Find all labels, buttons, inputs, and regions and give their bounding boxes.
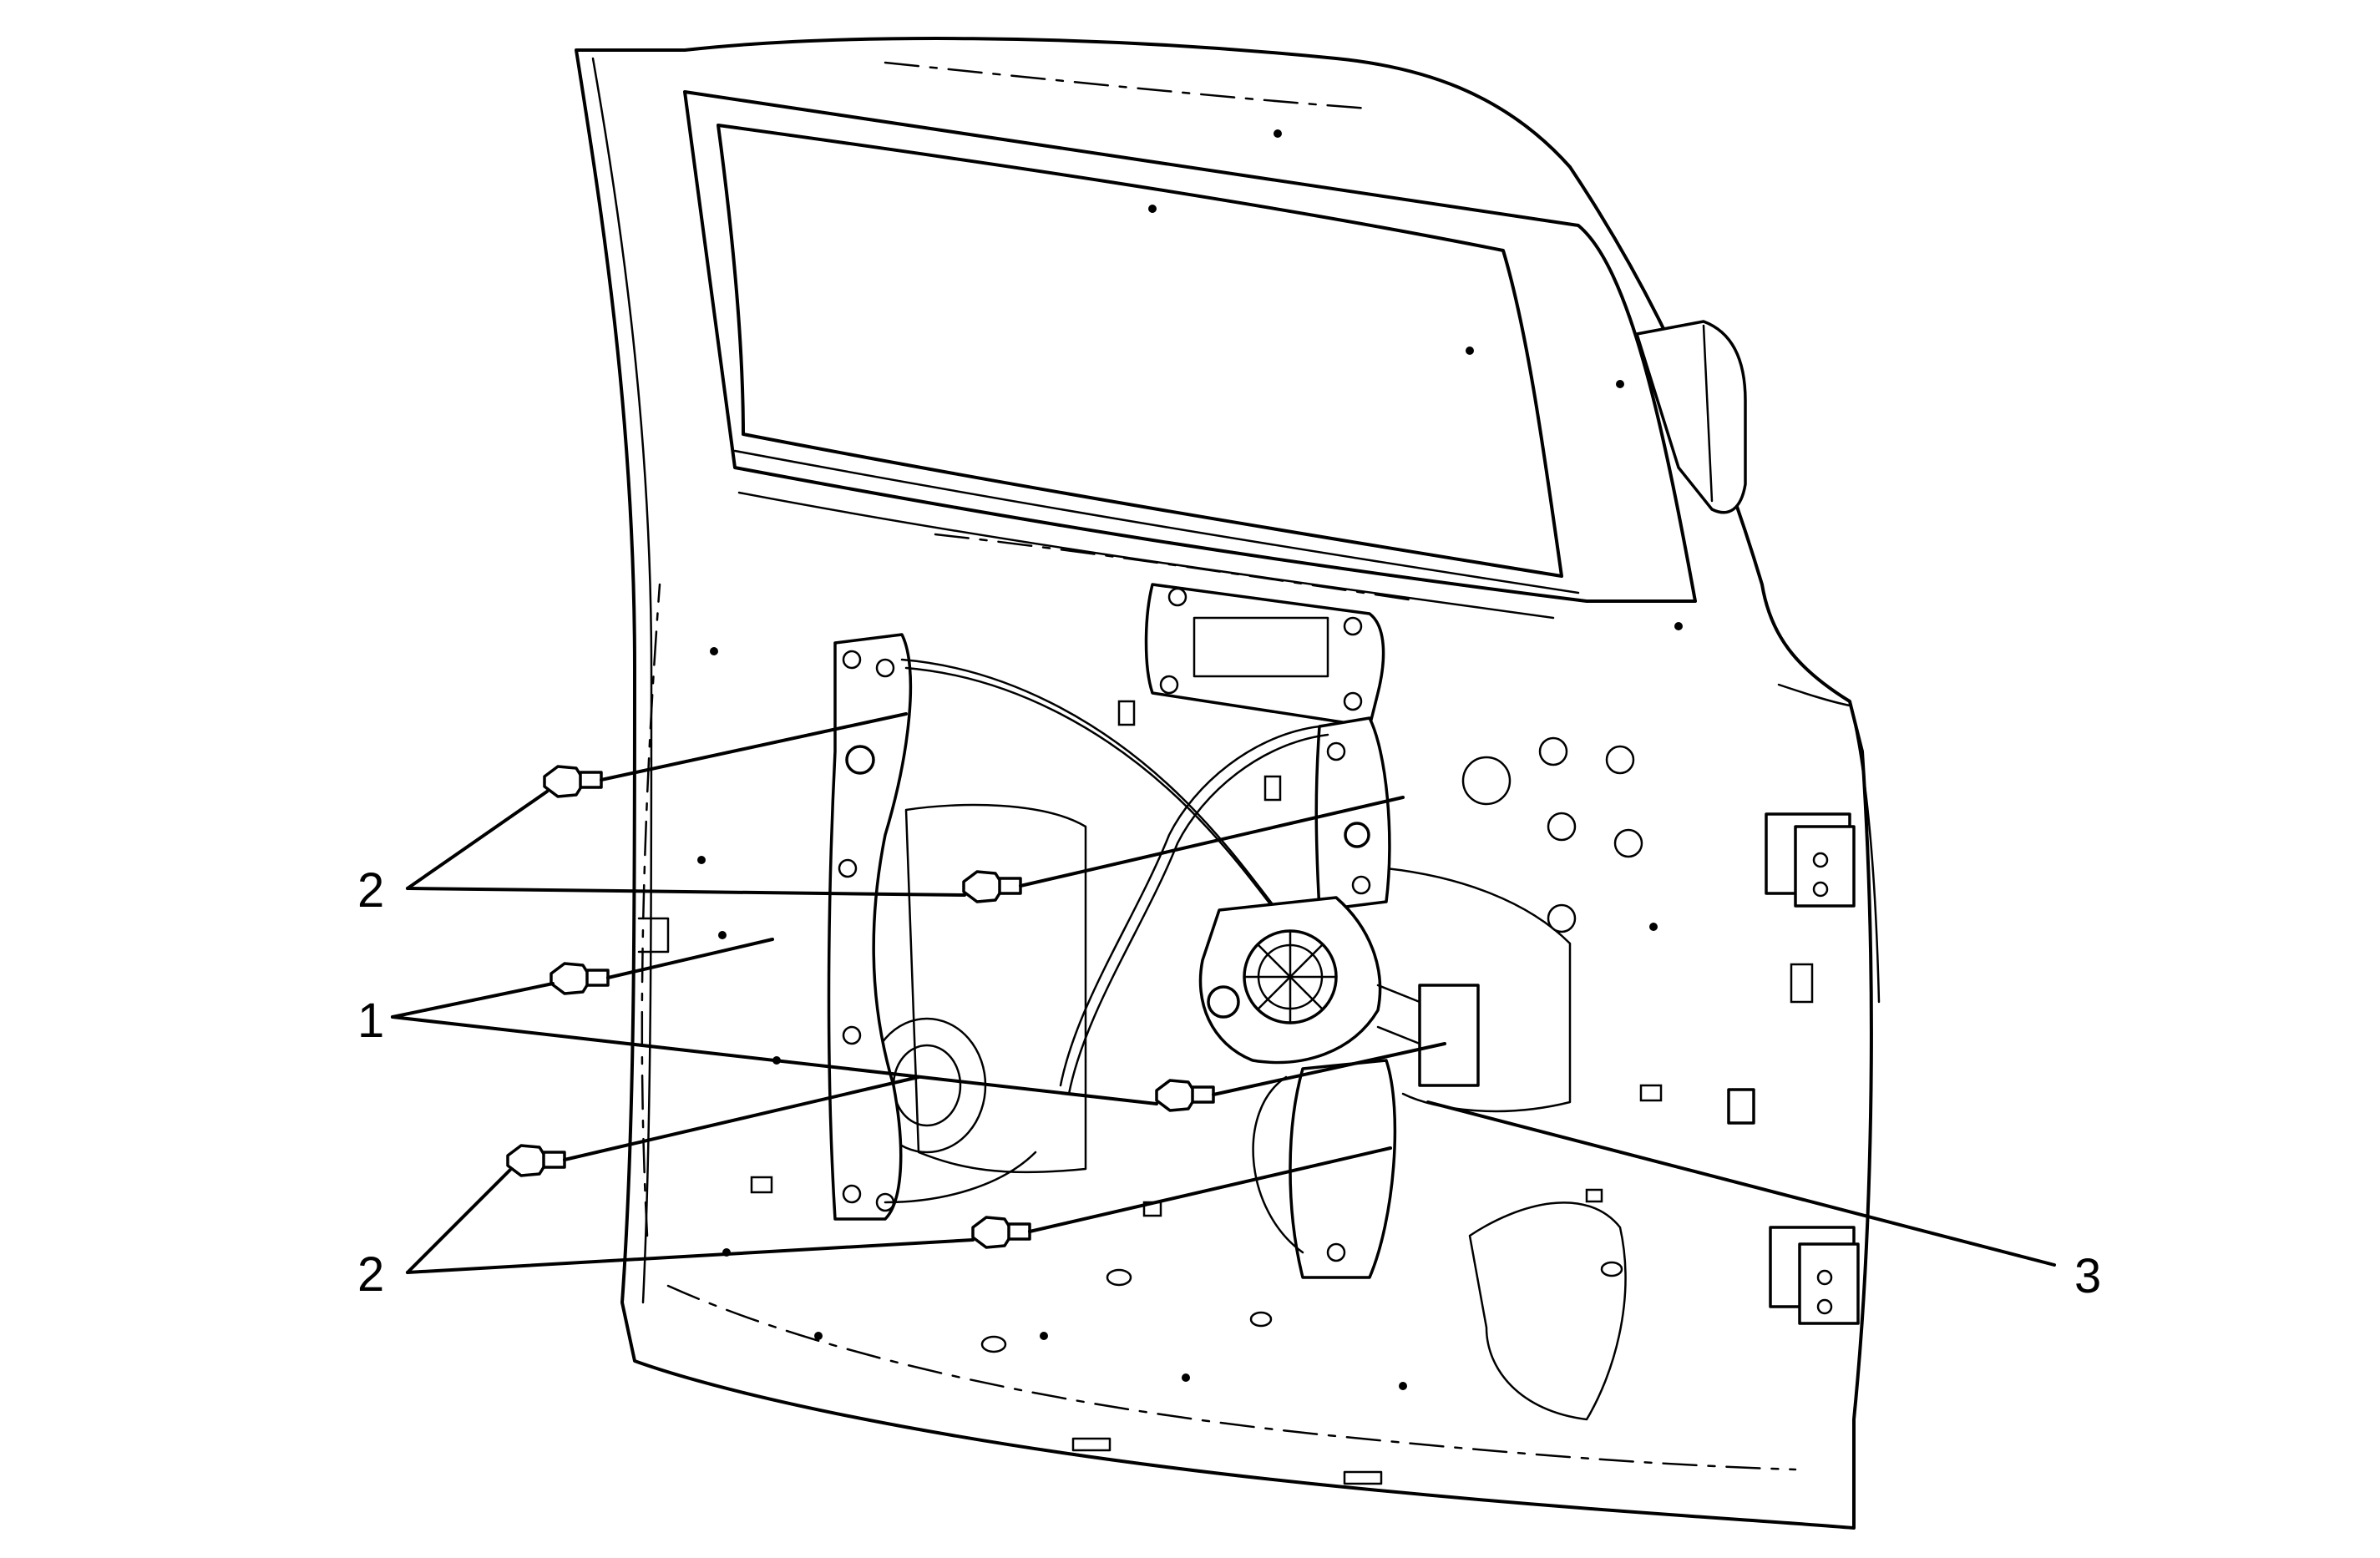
callout-1: 1 xyxy=(357,994,384,1048)
window-frame xyxy=(683,61,1697,620)
bolt-upper-rear xyxy=(962,870,1022,903)
detail-marks xyxy=(697,129,1755,1485)
callout-2-lower: 2 xyxy=(357,1247,384,1302)
callout-3: 3 xyxy=(2074,1249,2101,1303)
upper-hinge xyxy=(1765,812,1856,908)
door-handle xyxy=(1144,583,1385,728)
callout-2-upper: 2 xyxy=(357,863,384,918)
bolt-upper-front xyxy=(543,765,603,798)
front-regulator-rail xyxy=(827,633,913,1221)
bolt-mid-rear xyxy=(1155,1079,1215,1112)
bolt-mid-front xyxy=(549,962,610,995)
bolt-lower-rear xyxy=(971,1216,1031,1249)
door-shell xyxy=(575,37,1881,1530)
window-motor xyxy=(1198,896,1480,1087)
mirror xyxy=(1635,320,1747,514)
inner-panel xyxy=(637,736,1814,1421)
leader-lines xyxy=(391,712,2056,1274)
bolt-lower-front xyxy=(506,1144,566,1177)
rear-regulator-rail xyxy=(1289,716,1397,1279)
lower-hinge xyxy=(1769,1226,1860,1325)
